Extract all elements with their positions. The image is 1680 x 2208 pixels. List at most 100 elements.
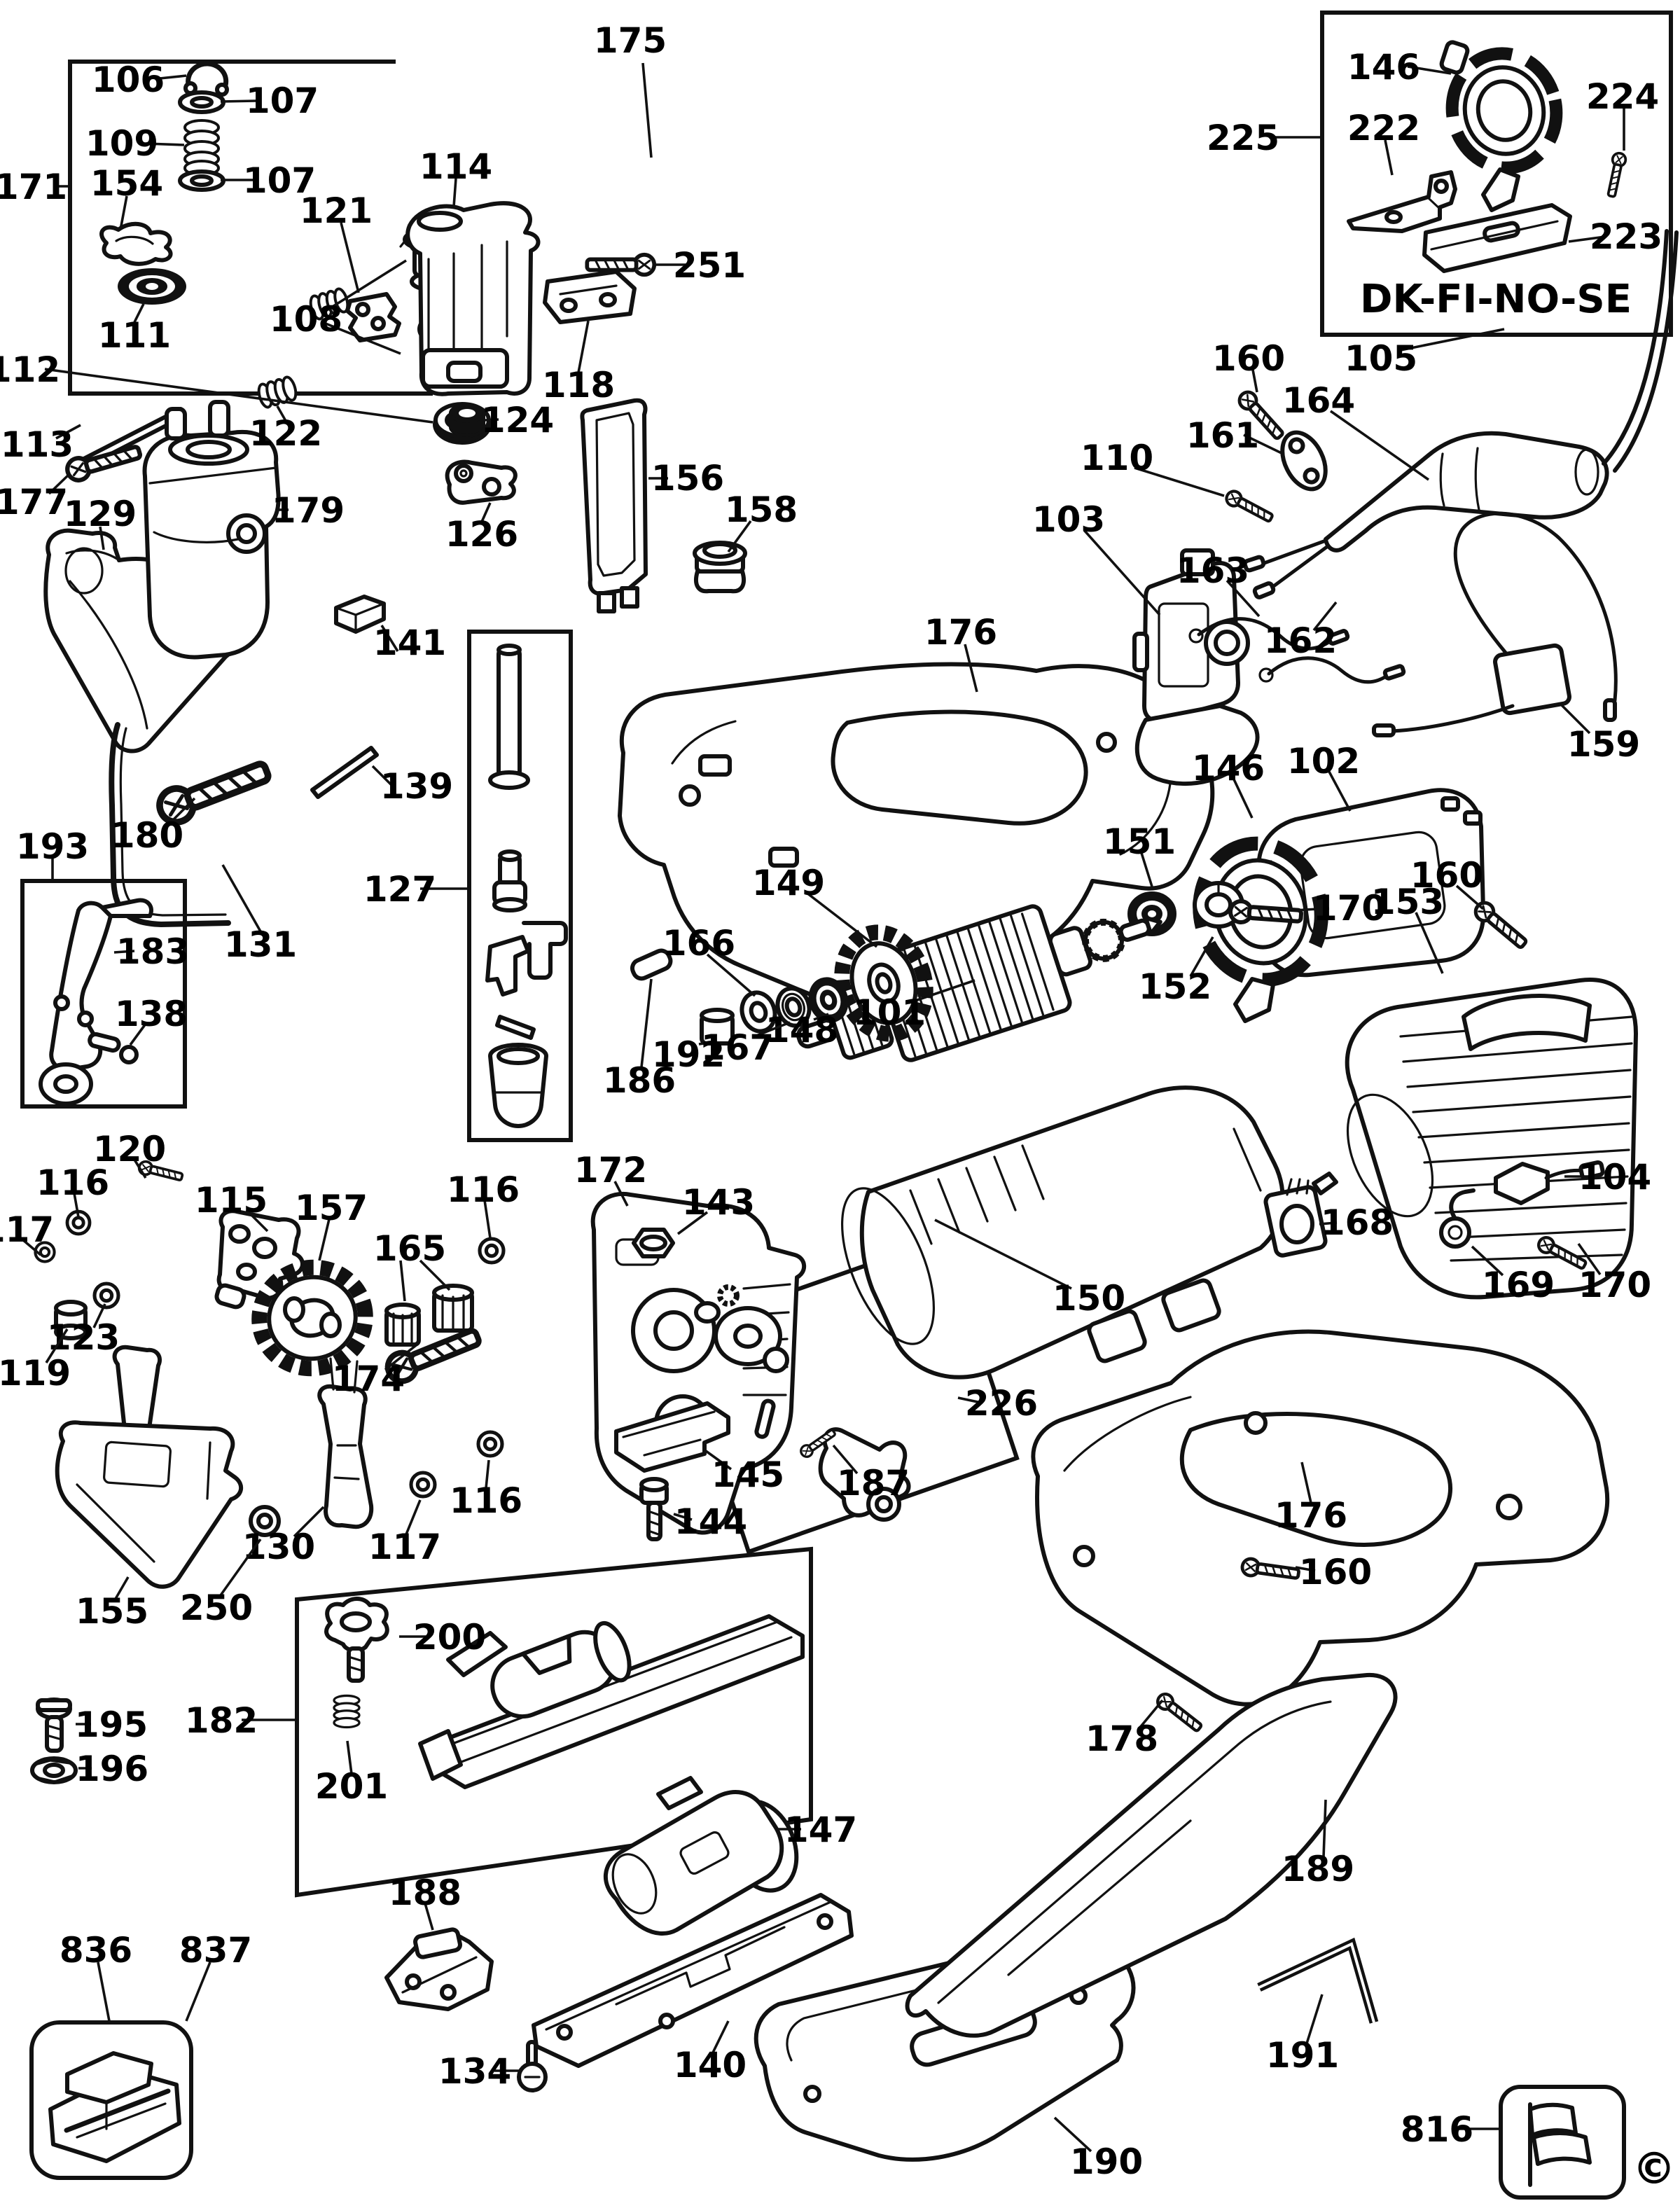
leader-line-143-71	[676, 1211, 709, 1235]
leader-line-117-74	[405, 1499, 422, 1535]
leader-line-139-54	[371, 765, 394, 787]
counterweight-pulley-226	[694, 1284, 911, 1522]
leader-line-150-96	[934, 1218, 1072, 1290]
leader-line-145-72	[704, 1450, 733, 1471]
pin-screw-138	[88, 1032, 139, 1064]
part-number-label-156-21: 156	[651, 458, 724, 499]
leader-line-160-93	[1295, 1566, 1316, 1572]
dust-adapter-147	[604, 1776, 799, 1936]
gasket-156	[580, 398, 648, 613]
part-number-label-154-5: 154	[90, 163, 163, 204]
leader-line-153-44	[1415, 912, 1444, 974]
leader-line-106-1	[159, 74, 187, 80]
box-182	[295, 1546, 813, 1898]
leader-line-119-65	[45, 1328, 69, 1363]
leader-line-168-97	[1319, 1221, 1338, 1225]
screw-144	[639, 1477, 669, 1541]
leader-line-226-94	[957, 1396, 982, 1404]
part-number-label-117-74: 117	[368, 1527, 441, 1567]
pin-186	[630, 948, 673, 981]
part-number-label-169-98: 169	[1482, 1265, 1555, 1305]
leader-line-160-26	[1251, 369, 1258, 393]
part-number-label-153-44: 153	[1371, 882, 1444, 922]
part-number-label-124-14: 124	[481, 400, 554, 440]
part-number-label-106-1: 106	[92, 60, 165, 100]
part-number-label-222-35: 222	[1347, 108, 1420, 148]
bearing-148	[808, 977, 849, 1023]
part-number-label-110-25: 110	[1081, 438, 1153, 478]
leader-line-155-78	[114, 1576, 130, 1599]
leader-line-116-61	[73, 1193, 80, 1218]
part-number-label-152-41: 152	[1139, 966, 1212, 1007]
screw-134	[517, 2040, 548, 2092]
group-boxes	[20, 11, 1673, 2200]
fan-149	[834, 924, 933, 1042]
capacitor-159	[1372, 511, 1618, 737]
leader-line-159-32	[1559, 702, 1591, 735]
leader-line-178-91	[1137, 1699, 1164, 1730]
bracket-222	[1347, 170, 1457, 233]
leader-line-164-28	[1329, 410, 1430, 481]
leader-line-163-30	[1226, 579, 1261, 618]
part-number-label-126-20: 126	[445, 514, 518, 555]
part-number-label-182-81: 182	[185, 1700, 258, 1741]
leader-line-141-53	[380, 625, 399, 652]
group-part-drawings: DK-FI-NO-SE ©	[30, 40, 1679, 2194]
pin-139	[310, 746, 379, 799]
part-number-label-148-48: 148	[765, 1010, 838, 1050]
leader-line-157-66	[318, 1218, 331, 1261]
leader-line-112-13	[44, 368, 433, 424]
main-housing-176-upper	[618, 662, 1215, 1015]
handle-housing-176-lower	[1031, 1329, 1610, 1707]
leader-line-146-34	[1407, 65, 1452, 75]
part-number-label-143-71: 143	[682, 1182, 755, 1223]
part-number-label-195-79: 195	[75, 1704, 148, 1745]
leader-line-103-24	[1083, 529, 1161, 616]
leader-line-166-46	[706, 953, 756, 997]
part-number-label-150-96: 150	[1053, 1278, 1125, 1319]
motor-cover-153	[1345, 978, 1638, 1300]
switch-103	[1132, 548, 1260, 786]
lead-wire-163	[1188, 617, 1350, 651]
leader-line-191-90	[1305, 1994, 1324, 2044]
leader-line-118-11	[577, 320, 590, 373]
hex-key-191	[1257, 1937, 1379, 2024]
screw-195	[36, 1697, 72, 1753]
part-number-label-120-60: 120	[93, 1129, 166, 1169]
leader-line-131-55	[221, 864, 262, 932]
part-number-label-131-55: 131	[224, 924, 297, 965]
case-insert-836-837	[48, 2051, 181, 2163]
part-number-label-146-38: 146	[1192, 748, 1265, 789]
leader-line-175-0	[641, 62, 653, 158]
box-127	[467, 630, 573, 1142]
lifter-frame-114	[405, 201, 541, 396]
cord-clamp-161	[1280, 430, 1328, 492]
leader-line-188-85	[424, 1903, 434, 1931]
part-number-label-191-90: 191	[1266, 2035, 1339, 2076]
brush-holder-168	[1263, 1172, 1338, 1258]
anti-splinter-insert-188	[384, 1927, 494, 2011]
leader-line-129-18	[99, 526, 105, 550]
leader-line-165-67	[419, 1259, 451, 1291]
leader-line-158-22	[727, 520, 752, 553]
blade-clamp-145	[614, 1401, 730, 1473]
leader-line-151-40	[1140, 852, 1153, 887]
spring-109	[183, 119, 220, 176]
box-193	[20, 879, 187, 1109]
leader-line-107-2	[220, 99, 257, 103]
plate-223	[1422, 203, 1572, 273]
part-number-label-163-30: 163	[1176, 550, 1249, 591]
part-number-label-178-91: 178	[1085, 1719, 1158, 1759]
leader-line-161-27	[1243, 433, 1284, 455]
part-number-label-226-94: 226	[965, 1383, 1038, 1424]
bushing-119	[54, 1300, 88, 1340]
leader-line-152-41	[1189, 936, 1214, 977]
leader-line-174-69	[384, 1342, 420, 1371]
leader-line-154-5	[119, 195, 128, 230]
counterweight-115	[214, 1209, 305, 1310]
gear-housing-179	[142, 400, 281, 660]
box-225	[1320, 11, 1673, 337]
part-number-label-170-100: 170	[1578, 1265, 1651, 1305]
